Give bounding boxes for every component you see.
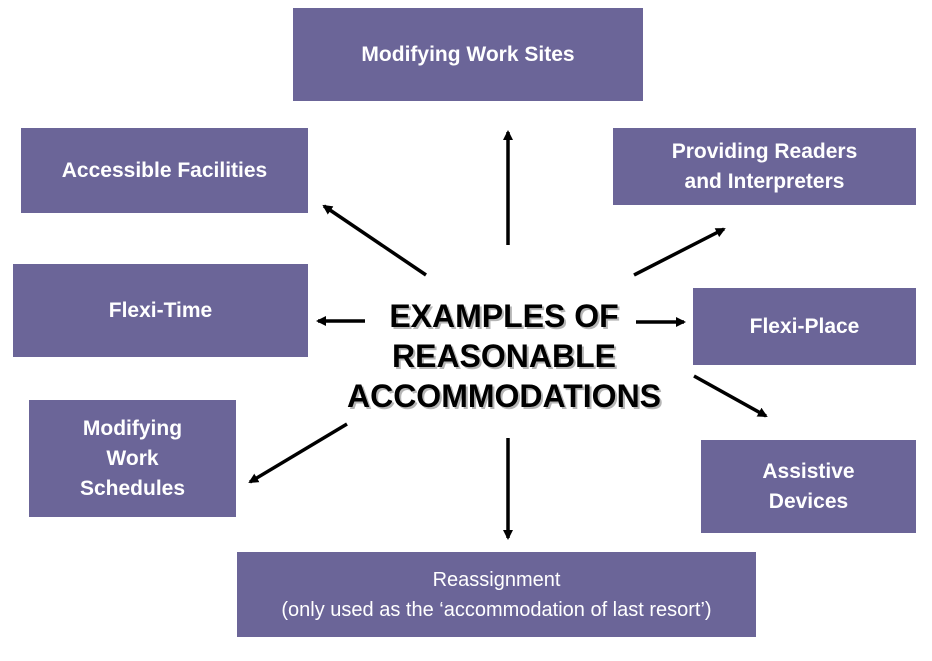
arrow-to-accessible-facilities xyxy=(322,204,427,277)
node-flexi-place: Flexi-Place xyxy=(693,288,916,365)
node-flexi-time: Flexi-Time xyxy=(13,264,308,357)
arrow-to-assistive-devices xyxy=(693,374,768,418)
center-title: EXAMPLES OF REASONABLE ACCOMMODATIONS xyxy=(346,298,662,414)
node-providing-readers-and-interpreters: Providing Readers and Interpreters xyxy=(613,128,916,205)
arrow-to-providing-readers xyxy=(633,227,726,277)
node-accessible-facilities: Accessible Facilities xyxy=(21,128,308,213)
node-reassignment: Reassignment (only used as the ‘accommod… xyxy=(237,552,756,637)
node-modifying-work-schedules: Modifying Work Schedules xyxy=(29,400,236,517)
node-assistive-devices: Assistive Devices xyxy=(701,440,916,533)
node-modifying-work-sites: Modifying Work Sites xyxy=(293,8,643,101)
arrow-to-modifying-work-schedules xyxy=(248,422,348,484)
